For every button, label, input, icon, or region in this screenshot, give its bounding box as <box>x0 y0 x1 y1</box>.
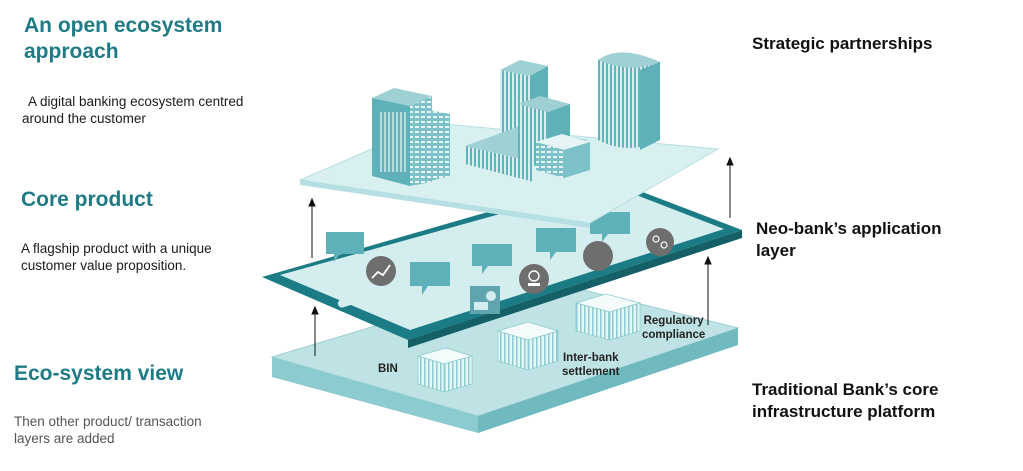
regulatory-line1: Regulatory <box>643 315 704 327</box>
ecosystem-title-line1: An open ecosystem <box>24 14 223 37</box>
ecosystem-desc-line1: A digital banking ecosystem centred <box>28 94 244 109</box>
ecoview-desc-line1: Then other product/ transaction <box>14 414 202 429</box>
interbank-line2: settlement <box>562 366 620 378</box>
traditional-line1: Traditional Bank’s core <box>752 380 939 399</box>
network-icon <box>646 228 674 256</box>
building-center <box>465 60 590 182</box>
traditional-line2: infrastructure platform <box>752 402 936 421</box>
ecosystem-desc-line2: around the customer <box>22 111 146 126</box>
interbank-line1: Inter-bank <box>562 352 619 364</box>
arrows <box>308 156 734 356</box>
ecosystem-title-line2: approach <box>24 40 119 63</box>
ecosystem-view-description: Then other product/ transaction layers a… <box>14 413 202 447</box>
neobank-line2: layer <box>756 241 796 260</box>
traditional-bank-core-label: Traditional Bank’s core infrastructure p… <box>752 379 938 423</box>
bin-label: BIN <box>378 363 398 375</box>
interbank-container <box>496 321 560 371</box>
ecoview-desc-line2: layers are added <box>14 431 115 446</box>
neobank-application-layer-label: Neo-bank’s application layer <box>756 218 941 262</box>
core-product-description: A flagship product with a unique custome… <box>21 240 212 274</box>
core-desc-line2: customer value proposition. <box>21 258 187 273</box>
ecosystem-approach-title: An open ecosystem approach <box>24 13 222 65</box>
regulatory-line2: compliance <box>642 329 706 341</box>
building-right <box>598 52 660 150</box>
regulatory-container <box>574 293 642 341</box>
money-transfer-icon <box>470 286 500 314</box>
chart-growth-icon <box>366 256 396 286</box>
ecosystem-view-title: Eco-system view <box>14 362 184 385</box>
bin-container <box>416 347 474 393</box>
strategic-partnerships-label: Strategic partnerships <box>752 34 933 53</box>
core-desc-line1: A flagship product with a unique <box>21 241 212 256</box>
interbank-settlement-label: Inter-bank settlement <box>562 351 620 379</box>
regulatory-compliance-label: Regulatory compliance <box>642 314 705 342</box>
blank-circle-icon <box>583 241 613 271</box>
building-left <box>372 88 450 186</box>
core-product-title: Core product <box>21 188 153 211</box>
ecosystem-approach-description: A digital banking ecosystem centred arou… <box>22 93 243 127</box>
coins-icon <box>519 264 549 294</box>
chat-bubbles <box>326 212 630 295</box>
neobank-line1: Neo-bank’s application <box>756 219 942 238</box>
